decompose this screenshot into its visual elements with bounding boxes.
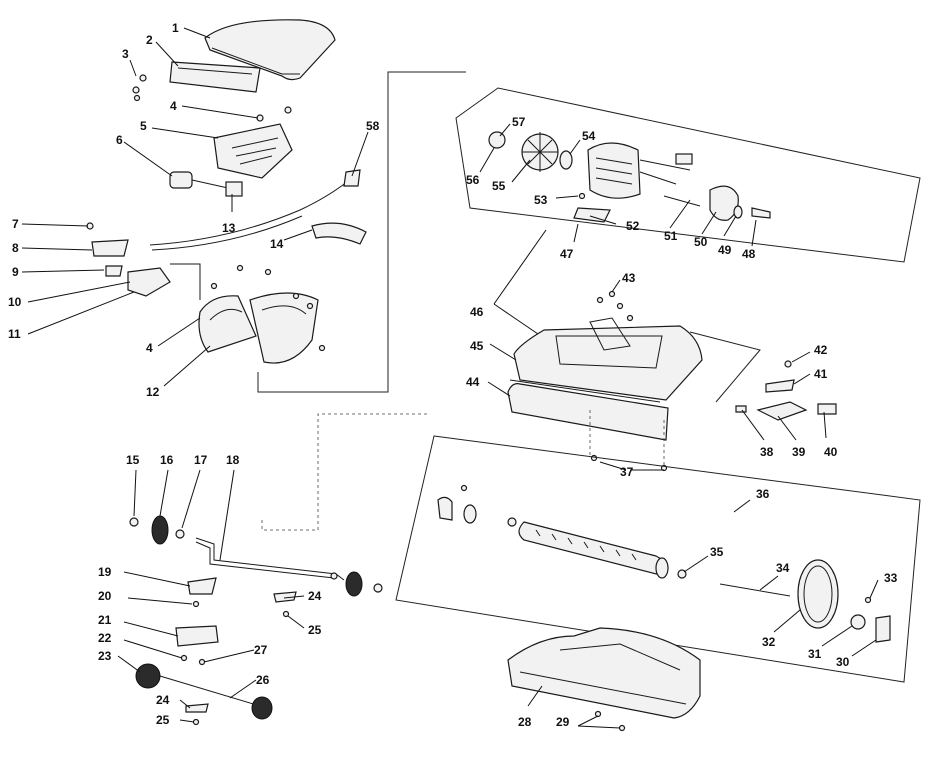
callout-32: 32 [762,635,776,649]
callout-18: 18 [226,453,240,467]
brush-roll [437,484,891,643]
motor-group-box [455,87,921,263]
callout-38: 38 [760,445,774,459]
motor-assembly [488,131,771,223]
callout-29: 29 [556,715,570,729]
cord-clip [311,222,367,245]
callout-21: 21 [98,613,112,627]
callout-25b: 25 [308,623,322,637]
callout-17: 17 [194,453,208,467]
headlight-lens [169,61,261,93]
callout-12: 12 [146,385,160,399]
latch-frame [689,331,761,403]
callout-54: 54 [582,129,596,143]
handle-cord [149,169,361,251]
switch-housing [213,106,293,179]
callout-56: 56 [466,173,480,187]
latch-parts [735,360,837,421]
small-screws [132,74,147,102]
wheel-axle-assembly [129,413,430,597]
callout-27: 27 [254,643,268,657]
callout-35: 35 [710,545,724,559]
callout-8: 8 [12,241,19,255]
callout-25a: 25 [156,713,170,727]
callout-13: 13 [222,221,236,235]
callout-41: 41 [814,367,828,381]
callout-44: 44 [466,375,480,389]
callout-57: 57 [512,115,526,129]
callout-33: 33 [884,571,898,585]
callout-30: 30 [836,655,850,669]
callout-19: 19 [98,565,112,579]
callout-10: 10 [8,295,22,309]
callout-24b: 24 [308,589,322,603]
rear-wheel-assembly [135,577,297,726]
callout-4b: 4 [146,341,153,355]
callout-3: 3 [122,47,129,61]
callout-45: 45 [470,339,484,353]
callout-58: 58 [366,119,380,133]
callout-47: 47 [560,247,574,261]
callout-43: 43 [622,271,636,285]
leader-lines [21,27,879,729]
callout-24a: 24 [156,693,170,707]
callout-50: 50 [694,235,708,249]
base-plate [507,627,701,732]
callout-5: 5 [140,119,147,133]
callout-49: 49 [718,243,732,257]
callout-2: 2 [146,33,153,47]
callout-55: 55 [492,179,506,193]
callout-51: 51 [664,229,678,243]
belt-guard [198,264,326,364]
cord-plug [169,171,243,197]
callout-16: 16 [160,453,174,467]
callout-40: 40 [824,445,838,459]
callout-36: 36 [756,487,770,501]
callout-22: 22 [98,631,112,645]
callout-11: 11 [8,327,21,341]
callout-31: 31 [808,647,822,661]
callout-42: 42 [814,343,828,357]
callout-48: 48 [742,247,756,261]
callout-20: 20 [98,589,112,603]
callout-53: 53 [534,193,548,207]
callout-15: 15 [126,453,140,467]
callout-34: 34 [776,561,790,575]
callout-6: 6 [116,133,123,147]
brush-roll-box [395,435,921,683]
base-housing [507,290,703,472]
screw-leaders [589,410,665,466]
callout-46: 46 [470,305,484,319]
callout-26: 26 [256,673,270,687]
callout-28: 28 [518,715,532,729]
callout-14: 14 [270,237,284,251]
callout-23: 23 [98,649,112,663]
callout-1: 1 [172,21,179,35]
callout-39: 39 [792,445,806,459]
callout-7: 7 [12,217,19,231]
hood-cover [204,19,336,81]
left-side-parts [86,222,201,300]
callout-37: 37 [620,465,634,479]
callout-4a: 4 [170,99,177,113]
callout-52: 52 [626,219,640,233]
motor-group-frame [257,71,466,393]
callout-9: 9 [12,265,19,279]
